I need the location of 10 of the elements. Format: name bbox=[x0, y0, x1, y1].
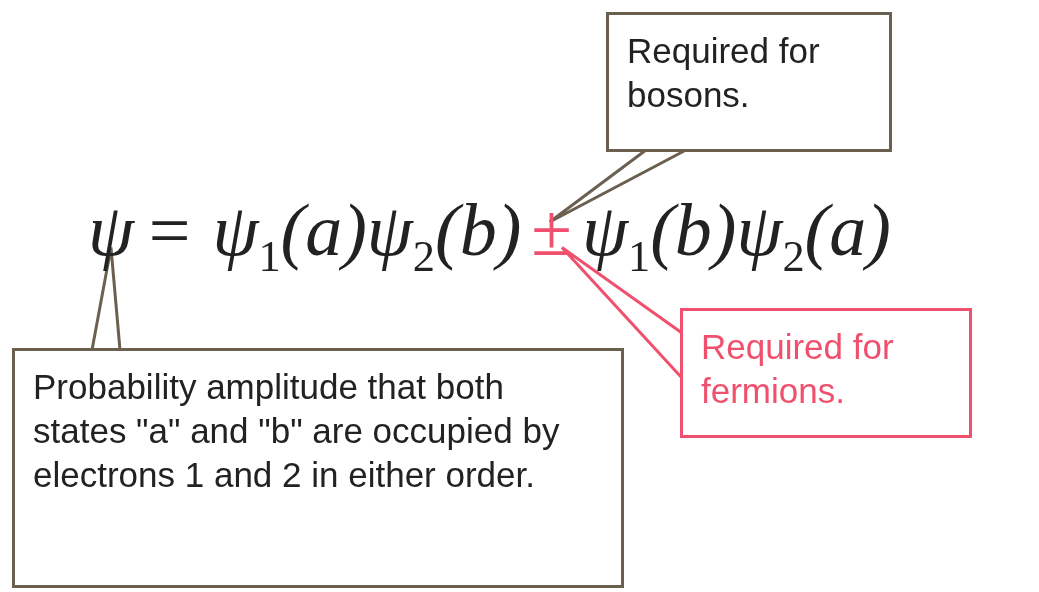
callout-text: Required for bosons. bbox=[627, 30, 821, 116]
callout-box bbox=[680, 308, 972, 438]
equation-text: ψ$_{1}$(b)ψ$_{2}$(a) bbox=[581, 188, 891, 282]
callout-text: Probability amplitude that both states "a" and "b" are occupied by electrons 1 and 2 in either order. bbox=[33, 366, 561, 496]
equation-text: = ψ$_{1}$(a)ψ$_{2}$(b) bbox=[143, 188, 522, 282]
equation-symbol: ψ bbox=[88, 188, 134, 273]
callout-box bbox=[12, 348, 624, 588]
equation-symbol: ± bbox=[531, 188, 572, 273]
callout-text: Required for fermions. bbox=[701, 326, 895, 412]
callout-box bbox=[606, 12, 892, 152]
